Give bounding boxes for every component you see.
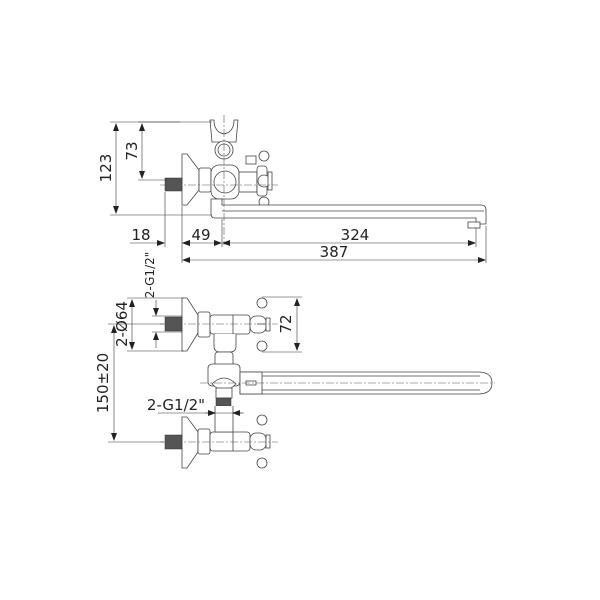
cross-handle-side	[256, 150, 273, 208]
dim-inlet-thread-label: 2-G1/2"	[143, 252, 157, 299]
dim-holder-height: 73	[123, 141, 141, 160]
dim-center-distance: 150±20	[94, 353, 112, 413]
dim-handle-span: 72	[277, 314, 295, 333]
inlet-thread	[164, 177, 183, 192]
dim-total-length: 387	[320, 243, 349, 261]
dim-overall-height: 123	[97, 154, 115, 183]
dim-outlet-thread: 2-G1/2"	[147, 396, 205, 414]
wall-flange	[181, 153, 200, 206]
top-view: 2-G1/2" 2-Ø64 72 150±20 2-G1/2"	[94, 252, 495, 469]
dim-flange-to-spout: 49	[191, 226, 210, 244]
dim-spout-reach: 324	[341, 226, 370, 244]
diverter	[207, 363, 241, 407]
side-view: 123 73 18 49 324 387	[97, 115, 487, 263]
dim-wall-offset: 18	[131, 226, 150, 244]
lower-inlet	[164, 406, 271, 469]
connection-nut	[198, 167, 212, 193]
shower-holder	[209, 119, 239, 143]
upper-inlet	[164, 297, 271, 353]
spout	[210, 198, 487, 225]
